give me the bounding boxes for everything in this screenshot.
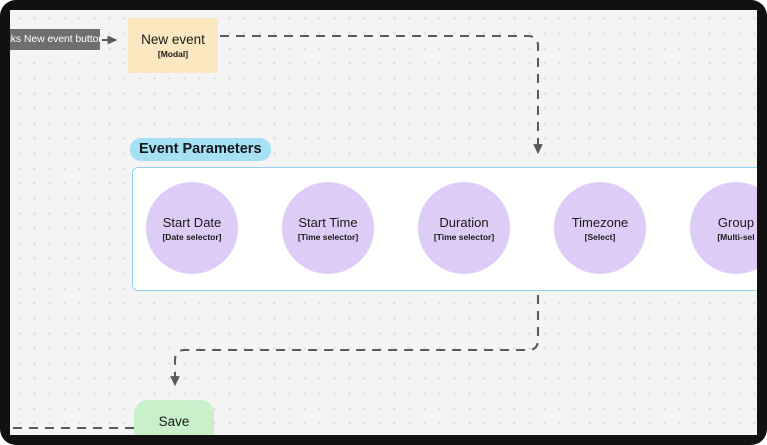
node-start-time-title: Start Time: [298, 214, 358, 230]
node-timezone-title: Timezone: [571, 214, 629, 230]
node-start-time-subtitle: [Time selector]: [297, 231, 359, 242]
diagram-canvas[interactable]: clicks New event button New event [Modal…: [10, 10, 757, 435]
node-start-time[interactable]: Start Time [Time selector]: [282, 182, 374, 274]
group-event-parameters-label: Event Parameters: [130, 138, 271, 161]
node-group-subtitle: [Multi-sel: [717, 231, 755, 242]
node-timezone[interactable]: Timezone [Select]: [554, 182, 646, 274]
trigger-label[interactable]: clicks New event button: [10, 29, 100, 50]
node-duration-title: Duration: [439, 214, 489, 230]
edge-parameters-to-save: [170, 295, 540, 387]
node-group[interactable]: Group [Multi-sel: [690, 182, 757, 274]
node-new-event-title: New event: [141, 32, 205, 47]
node-start-date[interactable]: Start Date [Date selector]: [146, 182, 238, 274]
node-save-title: Save: [158, 414, 190, 429]
node-start-date-title: Start Date: [162, 214, 222, 230]
node-timezone-subtitle: [Select]: [584, 231, 616, 242]
node-group-title: Group: [717, 214, 755, 230]
node-save[interactable]: Save: [134, 400, 214, 435]
node-new-event[interactable]: New event [Modal]: [128, 18, 218, 73]
node-start-date-subtitle: [Date selector]: [162, 231, 222, 242]
node-duration-subtitle: [Time selector]: [433, 231, 495, 242]
node-new-event-subtitle: [Modal]: [157, 49, 189, 59]
node-duration[interactable]: Duration [Time selector]: [418, 182, 510, 274]
edge-new-event-to-parameters: [220, 34, 543, 155]
